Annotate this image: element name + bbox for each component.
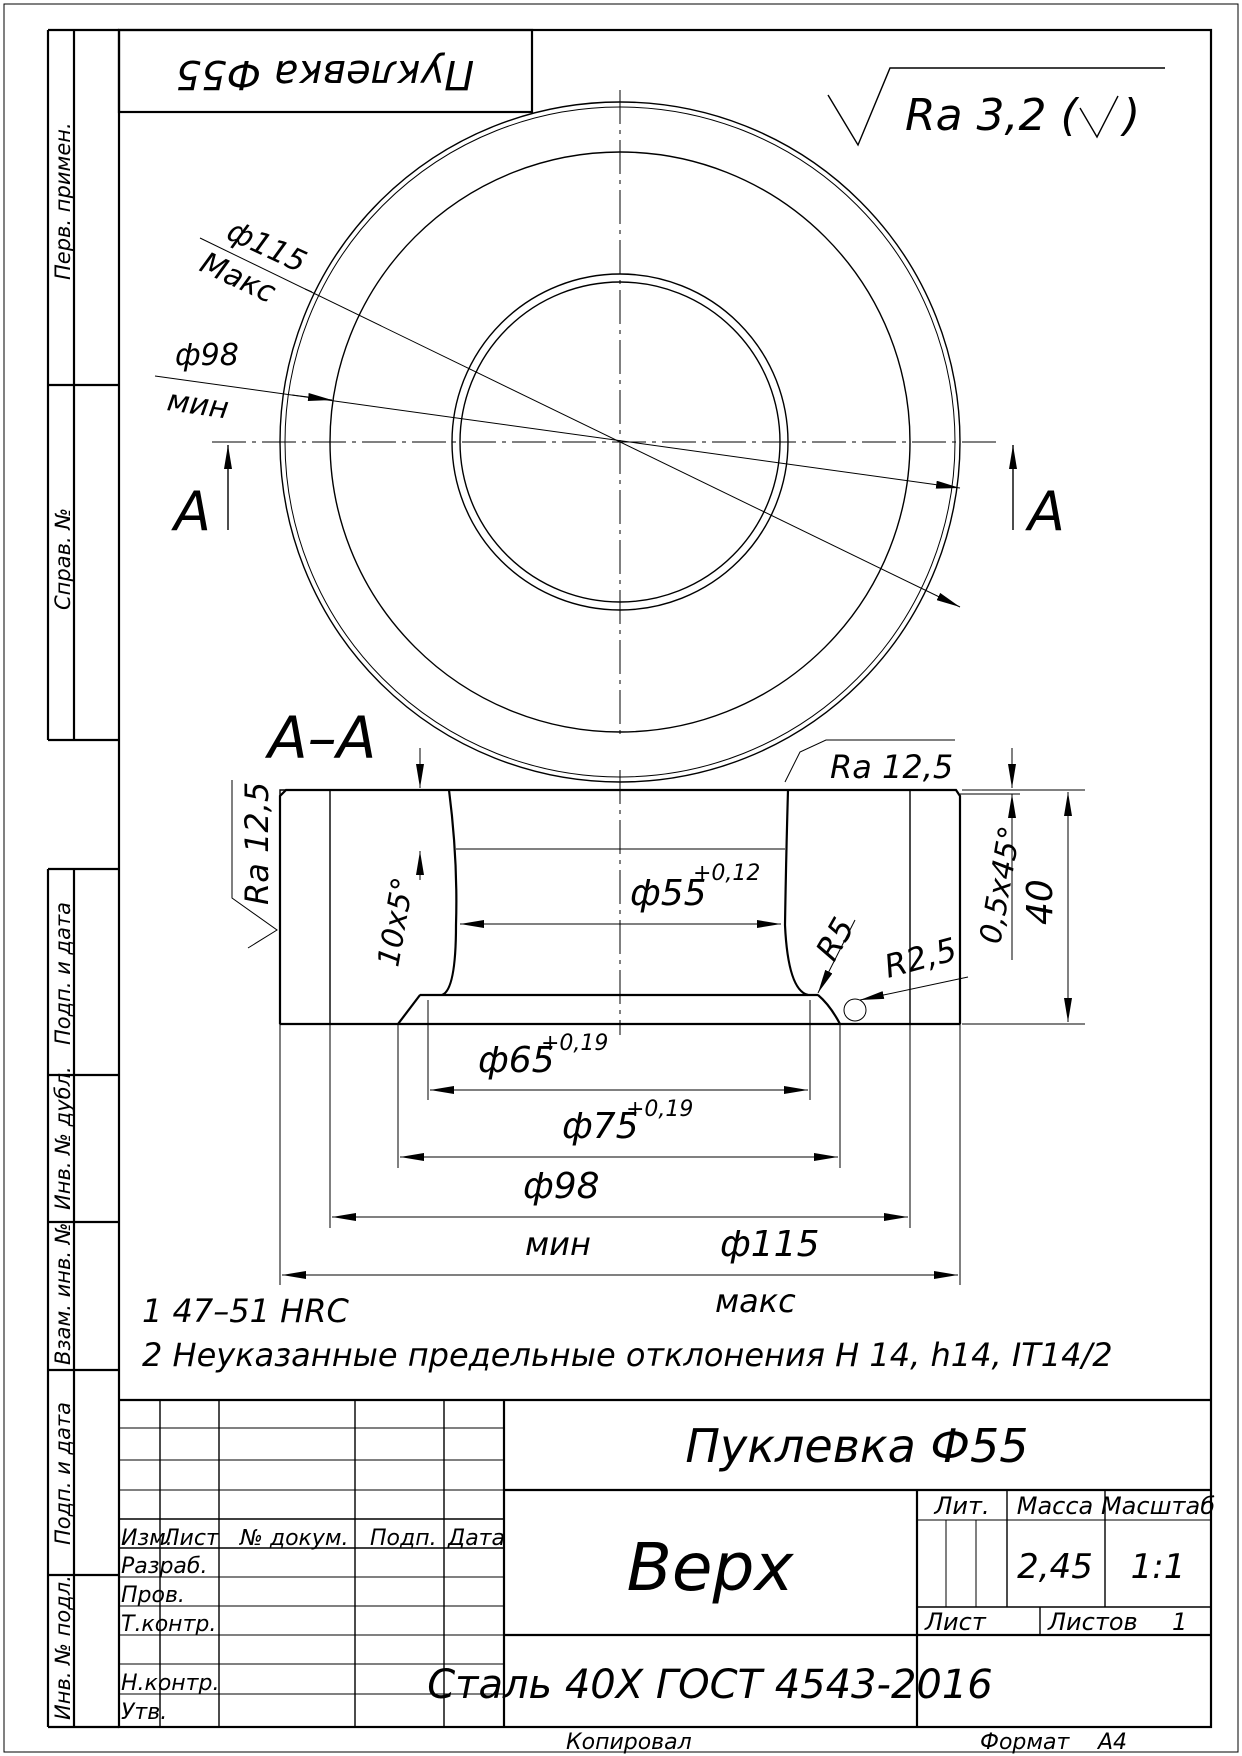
- sheets-label: Листов: [1047, 1608, 1138, 1636]
- mass-label: Масса: [1017, 1492, 1094, 1520]
- roughness-check-icon: [1079, 95, 1119, 139]
- part-name: Верх: [627, 1529, 795, 1606]
- radius-r5: R5: [808, 911, 862, 967]
- hdr-podp: Подп.: [370, 1526, 437, 1551]
- roughness-general-text: Ra 3,2 (: [905, 90, 1079, 141]
- footer-format-value: А4: [1096, 1730, 1127, 1755]
- hdr-doc-no: № докум.: [239, 1526, 348, 1551]
- section-label-right: А: [1025, 480, 1065, 543]
- technical-notes: 1 47–51 HRC 2 Неуказанные предельные отк…: [142, 1292, 1113, 1374]
- top-stamp: Пуклевка Ф55: [117, 28, 534, 114]
- d98-bottom-note: мин: [525, 1225, 591, 1263]
- sheets-value: 1: [1172, 1608, 1187, 1636]
- plan-d98-note: мин: [165, 383, 231, 426]
- plan-view: ф115 Макс ф98 мин А А: [154, 90, 1065, 783]
- side-vzam-inv: Взам. инв. №: [51, 1222, 75, 1365]
- row-razrab: Разраб.: [121, 1554, 207, 1579]
- d75-tol: +0,19: [626, 1097, 693, 1122]
- document-name: Пуклевка Ф55: [685, 1419, 1028, 1473]
- d55: ф55: [630, 873, 707, 914]
- hdr-izm: Изм.: [121, 1526, 173, 1551]
- d55-tol: +0,12: [693, 861, 760, 886]
- scale-label: Масштаб: [1101, 1492, 1215, 1520]
- radius-r25: R2,5: [880, 930, 960, 986]
- inner-frame: [117, 28, 1213, 1729]
- hdr-data: Дата: [447, 1526, 505, 1551]
- roughness-general-close: ): [1120, 90, 1140, 141]
- side-columns: Перв. примен. Справ. № Подп. и дата Инв.…: [46, 28, 119, 1729]
- footer-copied: Копировал: [566, 1730, 692, 1755]
- title-block: Изм. Лист № докум. Подп. Дата Разраб. Пр…: [119, 1398, 1215, 1727]
- top-stamp-text: Пуклевка Ф55: [176, 51, 474, 97]
- side-perv-primen: Перв. примен.: [51, 122, 75, 280]
- section-view: 10x5° Ra 12,5 Ra 12,5 ф55 +0,12 R5 R2,5 …: [231, 739, 1085, 1320]
- section-label-left: А: [171, 480, 211, 543]
- lit-label: Лит.: [933, 1492, 989, 1520]
- material: Сталь 40Х ГОСТ 4543-2016: [427, 1662, 993, 1708]
- d75: ф75: [562, 1106, 639, 1147]
- general-roughness: Ra 3,2 ( ): [827, 67, 1165, 147]
- side-podp-data-2: Подп. и дата: [51, 1402, 75, 1545]
- row-tkontr: Т.контр.: [121, 1612, 216, 1637]
- d65-tol: +0,19: [541, 1031, 608, 1056]
- chamfer-left: 10x5°: [371, 875, 421, 970]
- row-prov: Пров.: [121, 1583, 185, 1608]
- side-inv-dubl: Инв. № дубл.: [51, 1066, 75, 1210]
- d98-bottom: ф98: [523, 1166, 600, 1207]
- row-nkontr: Н.контр.: [121, 1671, 219, 1696]
- ra-left: Ra 12,5: [238, 782, 276, 905]
- note-1: 1 47–51 HRC: [142, 1292, 349, 1330]
- d115-bottom-note: макс: [715, 1282, 796, 1320]
- ra-top: Ra 12,5: [830, 748, 953, 786]
- footer-format-label: Формат: [980, 1730, 1070, 1755]
- section-title: А–А: [264, 704, 376, 772]
- row-utv: Утв.: [121, 1700, 167, 1725]
- d115-bottom: ф115: [720, 1224, 820, 1265]
- side-inv-podl: Инв. № подл.: [51, 1575, 75, 1720]
- side-podp-data-1: Подп. и дата: [51, 902, 75, 1045]
- side-sprav-no: Справ. №: [51, 508, 75, 610]
- outer-frame: [3, 3, 1239, 1753]
- hdr-list: Лист: [162, 1526, 220, 1551]
- scale-value: 1:1: [1131, 1547, 1186, 1587]
- sheet-label: Лист: [924, 1608, 987, 1636]
- height-40: 40: [1020, 879, 1061, 925]
- plan-d98: ф98: [175, 338, 239, 373]
- d65: ф65: [478, 1040, 555, 1081]
- note-2: 2 Неуказанные предельные отклонения H 14…: [142, 1336, 1113, 1374]
- mass-value: 2,45: [1017, 1547, 1093, 1587]
